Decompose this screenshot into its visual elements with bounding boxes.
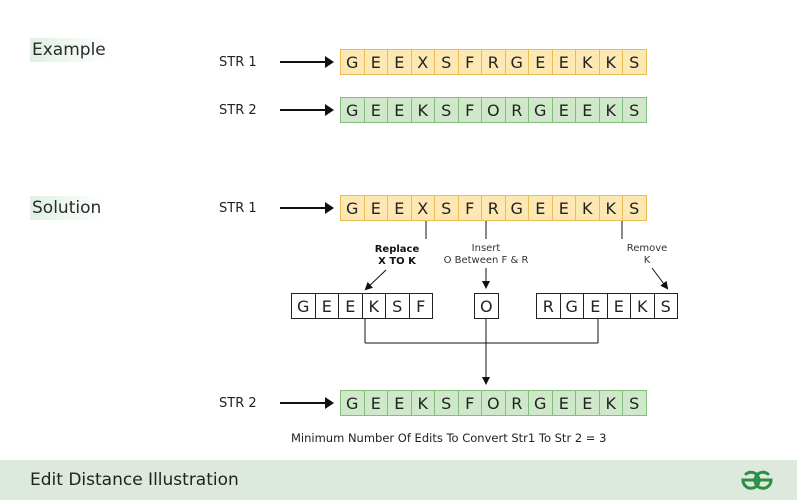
char-cell: O [481, 390, 506, 416]
char-cell: K [410, 390, 435, 416]
char-cell: O [474, 293, 499, 319]
char-cell: R [481, 49, 506, 75]
solution-str1-label: STR 1 [219, 201, 257, 216]
example-str1-label: STR 1 [219, 55, 257, 70]
char-cell: E [387, 97, 412, 123]
insert-annotation: Insert O Between F & R [436, 243, 536, 267]
char-cell: G [559, 293, 584, 319]
char-cell: G [504, 195, 529, 221]
remove-annotation: Remove K [617, 243, 677, 267]
char-cell: E [363, 97, 388, 123]
char-cell: S [653, 293, 678, 319]
char-cell: K [630, 293, 655, 319]
char-cell: E [314, 293, 339, 319]
char-cell: F [408, 293, 433, 319]
insert-line1: Insert [471, 243, 501, 254]
replace-line2: X TO K [378, 256, 416, 267]
char-cell: O [481, 97, 506, 123]
example-str1-arrow [280, 56, 334, 68]
char-cell: E [606, 293, 631, 319]
insert-line2: O Between F & R [443, 255, 529, 266]
replace-annotation: Replace X TO K [362, 244, 432, 268]
char-cell: G [528, 390, 553, 416]
remove-line1: Remove [626, 243, 668, 254]
example-str2-arrow [280, 104, 334, 116]
char-cell: S [622, 49, 647, 75]
char-cell: F [457, 390, 482, 416]
char-cell: X [410, 49, 435, 75]
char-cell: E [387, 390, 412, 416]
char-cell: S [622, 390, 647, 416]
char-cell: E [363, 195, 388, 221]
char-cell: S [434, 390, 459, 416]
char-cell: R [504, 97, 529, 123]
char-cell: F [457, 97, 482, 123]
char-cell: K [598, 49, 623, 75]
char-cell: R [481, 195, 506, 221]
char-cell: E [338, 293, 363, 319]
char-cell: R [536, 293, 561, 319]
char-cell: F [457, 49, 482, 75]
char-cell: K [361, 293, 386, 319]
example-label: Example [30, 38, 110, 62]
char-cell: E [551, 49, 576, 75]
solution-str1-arrow [280, 202, 334, 214]
char-cell: K [410, 97, 435, 123]
solution-label: Solution [30, 196, 106, 220]
char-cell: E [528, 195, 553, 221]
char-cell: G [340, 49, 365, 75]
char-cell: G [528, 97, 553, 123]
char-cell: S [434, 195, 459, 221]
char-cell: F [457, 195, 482, 221]
geeksforgeeks-logo-icon [741, 470, 773, 490]
part2-strip: O [474, 293, 499, 319]
footer-bar: Edit Distance Illustration [0, 460, 797, 500]
char-cell: S [622, 195, 647, 221]
char-cell: E [551, 97, 576, 123]
char-cell: E [363, 390, 388, 416]
char-cell: G [340, 97, 365, 123]
char-cell: E [551, 390, 576, 416]
operation-connectors [364, 221, 669, 385]
solution-str2-arrow [280, 397, 334, 409]
footer-title: Edit Distance Illustration [30, 470, 239, 490]
char-cell: S [622, 97, 647, 123]
solution-str2-label: STR 2 [219, 396, 257, 411]
char-cell: K [598, 390, 623, 416]
example-str2-label: STR 2 [219, 103, 257, 118]
char-cell: E [583, 293, 608, 319]
char-cell: G [340, 390, 365, 416]
char-cell: G [504, 49, 529, 75]
result-text: Minimum Number Of Edits To Convert Str1 … [291, 431, 607, 445]
char-cell: E [575, 390, 600, 416]
char-cell: R [504, 390, 529, 416]
char-cell: G [291, 293, 316, 319]
char-cell: K [598, 195, 623, 221]
remove-line2: K [643, 255, 651, 266]
replace-line1: Replace [374, 244, 420, 255]
char-cell: S [385, 293, 410, 319]
